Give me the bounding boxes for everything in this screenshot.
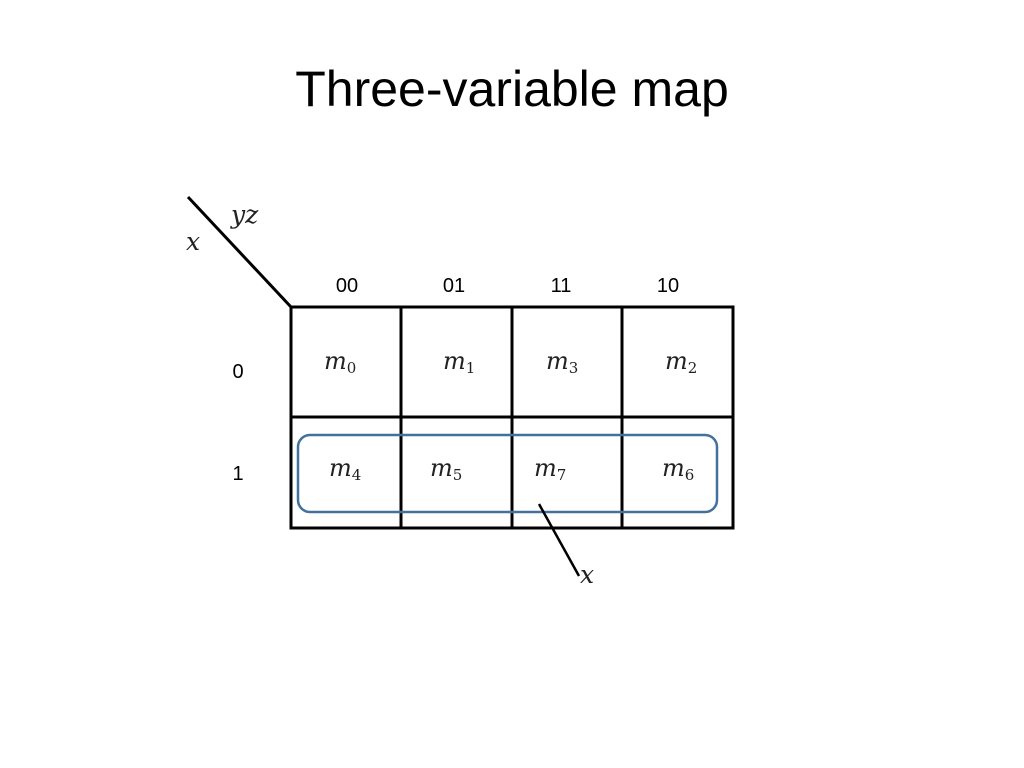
group-outline [296,433,719,514]
column-header: 01 [442,275,466,297]
row-header: 0 [232,361,244,383]
minterm-cell: m0 [324,347,357,377]
minterm-cell: m7 [534,454,567,484]
row-variable-label: x [186,227,201,256]
corner-diagonal-line [186,195,293,309]
minterm-cell: m3 [546,347,579,377]
group-label: x [580,560,595,589]
minterm-cell: m1 [443,347,476,377]
row-header: 1 [232,463,244,485]
minterm-cell: m4 [329,454,362,484]
column-header: 11 [550,275,572,297]
minterm-cell: m2 [665,347,698,377]
group-pointer-line [537,503,581,577]
slide-title: Three-variable map [295,61,729,117]
minterm-cell: m5 [430,454,463,484]
column-variable-label: yz [231,200,259,229]
column-header: 10 [656,275,680,297]
minterm-cell: m6 [662,454,695,484]
column-header: 00 [335,275,359,297]
